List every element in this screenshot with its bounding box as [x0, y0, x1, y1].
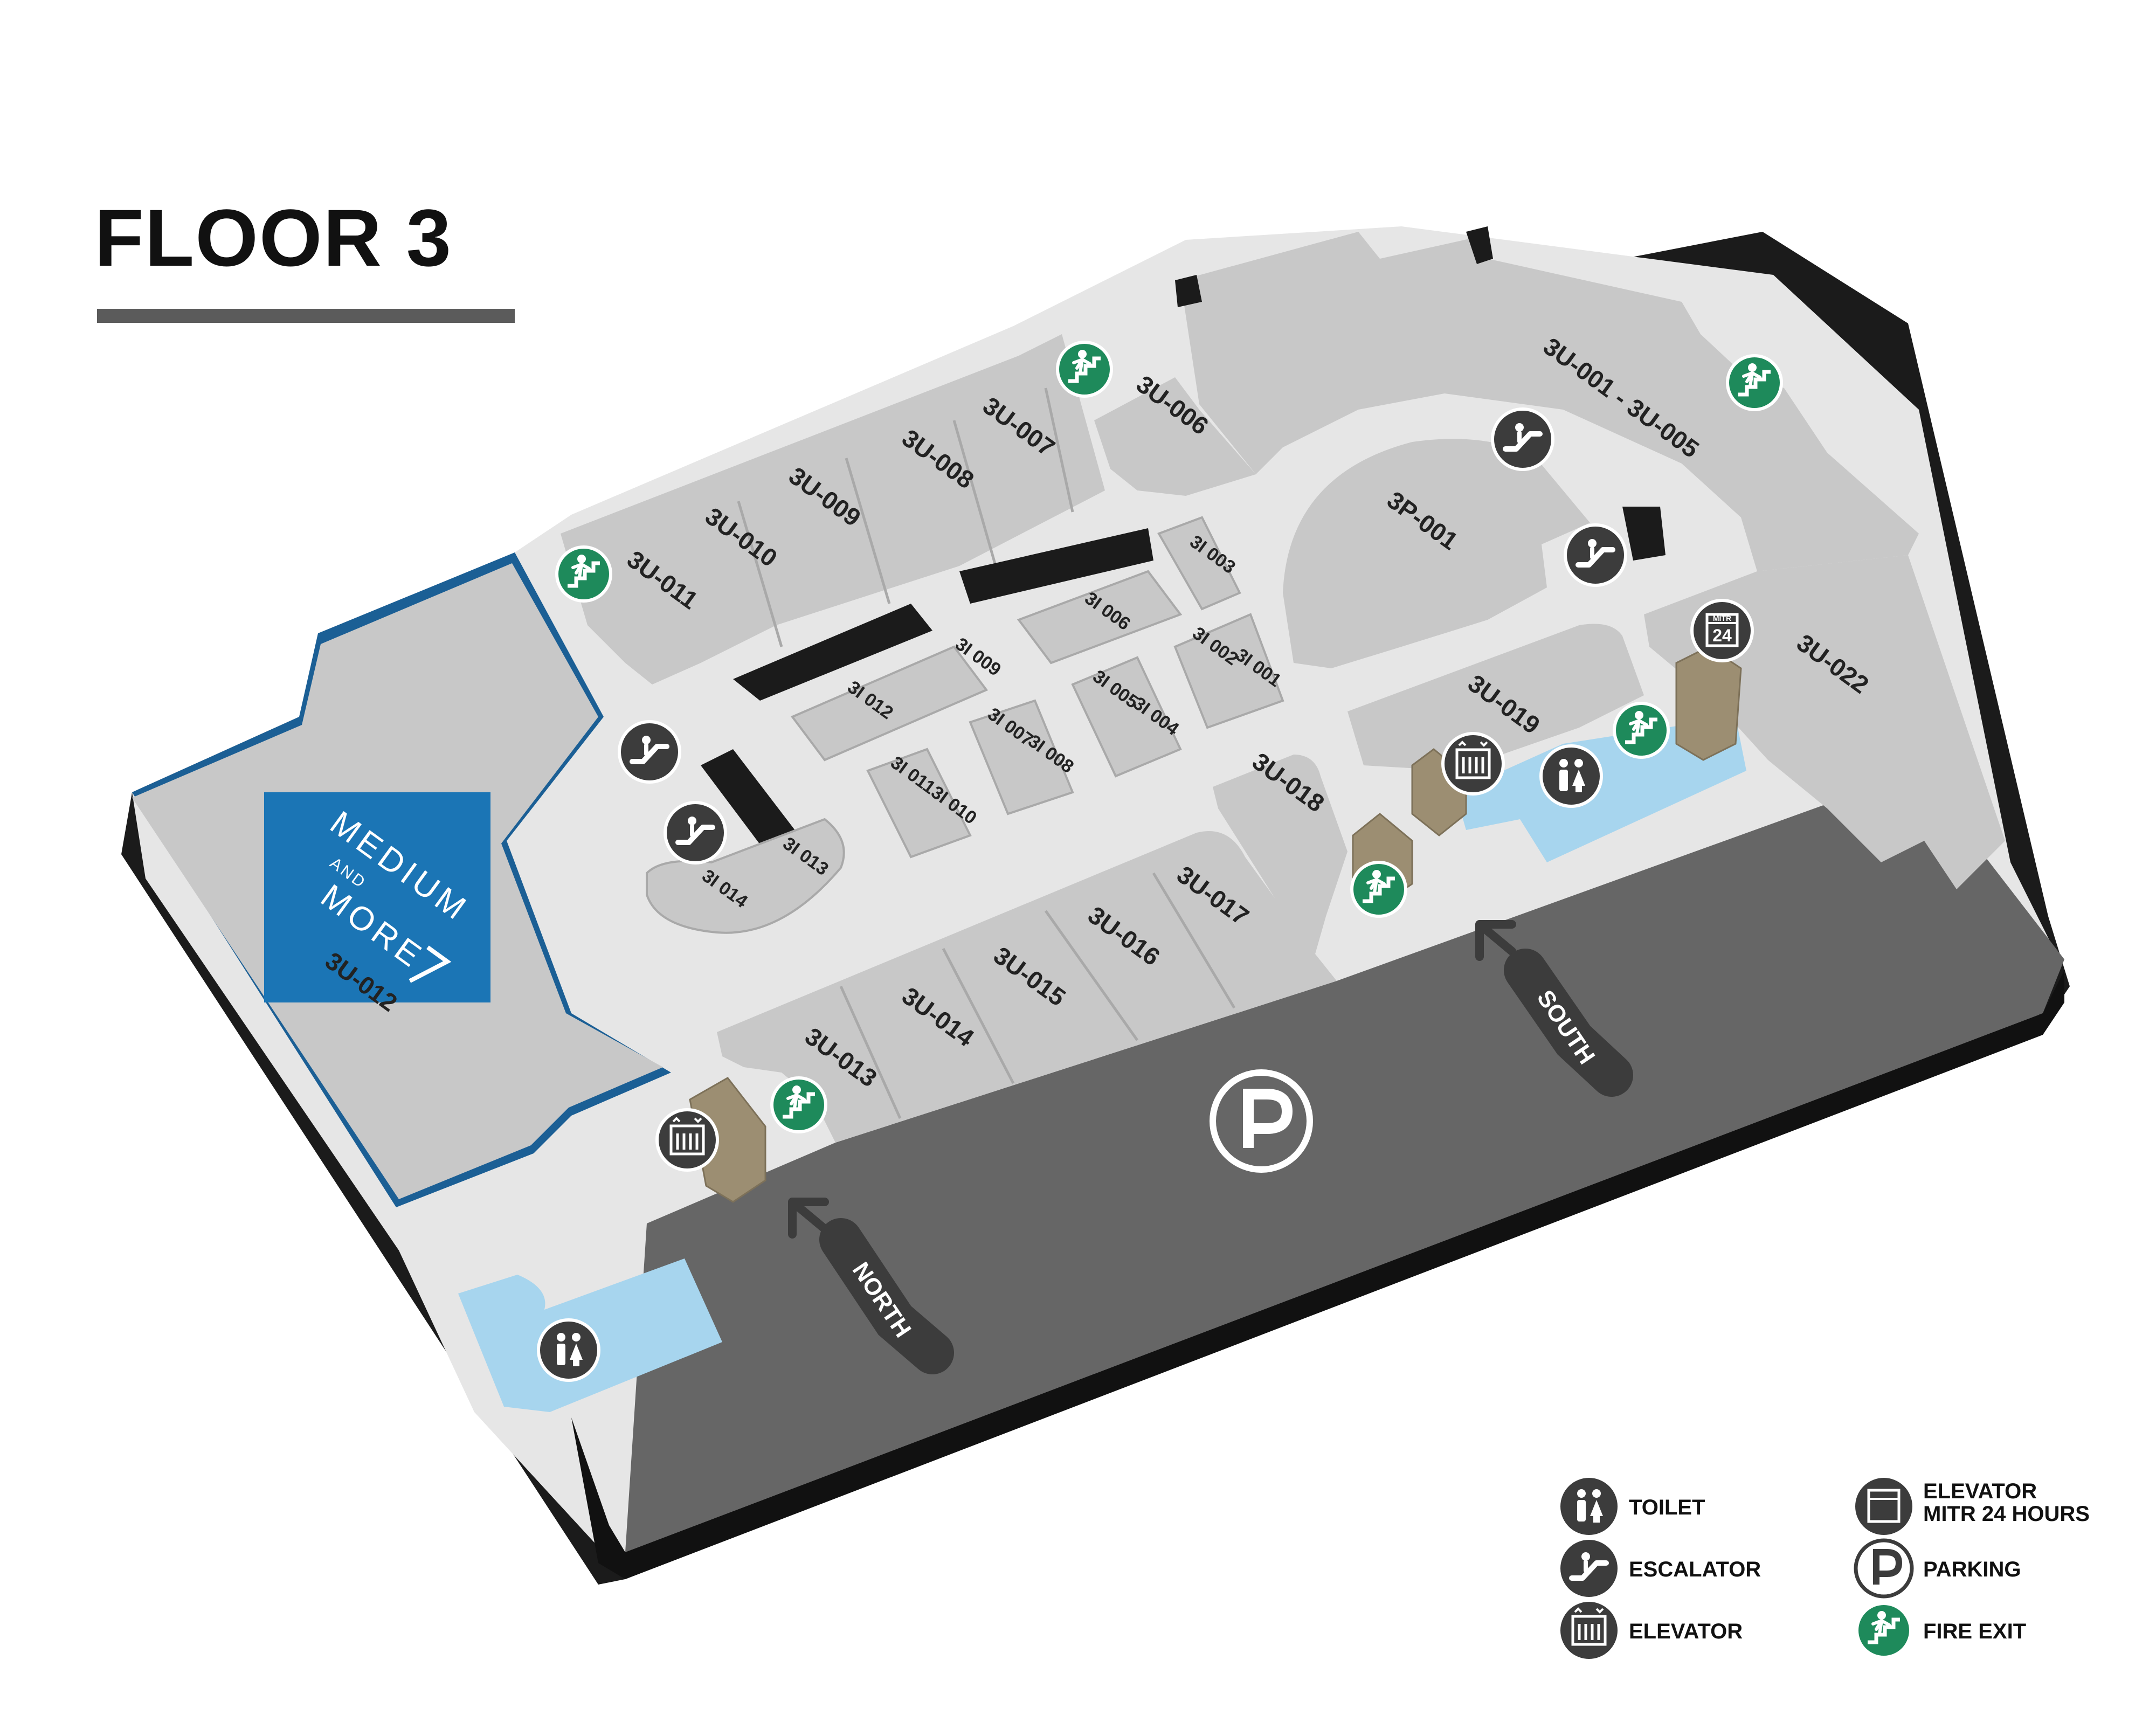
- atrium-void-3: [701, 749, 803, 852]
- legend-toilet-label: TOILET: [1629, 1496, 1705, 1519]
- legend-elevator-24: ELEVATOR MITR 24 HOURS: [1854, 1476, 2090, 1537]
- north-arrow-icon: [788, 1198, 829, 1239]
- legend-escalator: ESCALATOR: [1559, 1538, 1761, 1599]
- fire-exit-icon[interactable]: [1058, 342, 1111, 396]
- escalator-icon[interactable]: [1565, 525, 1626, 585]
- atrium-void-5: [1466, 226, 1493, 264]
- elevator-icon: [1559, 1600, 1619, 1661]
- legend-fire-exit-label: FIRE EXIT: [1923, 1620, 2026, 1643]
- atrium-void-4: [1175, 275, 1202, 307]
- elevator-shafts: [689, 646, 1742, 1203]
- restroom-south[interactable]: [1455, 717, 1746, 862]
- escalator-icon: [1559, 1538, 1619, 1599]
- toilet-icon[interactable]: [538, 1320, 599, 1380]
- unit-3u-006[interactable]: [1094, 377, 1256, 496]
- legend-elevator24-line1: ELEVATOR: [1923, 1479, 2037, 1503]
- kiosk-3i-003[interactable]: [1157, 516, 1241, 611]
- parking-icon: [1210, 1069, 1313, 1173]
- legend-elevator-label: ELEVATOR: [1629, 1620, 1743, 1643]
- elevator-24-icon: [1854, 1476, 1914, 1537]
- atrium-void-1: [733, 604, 932, 701]
- escalator-icon[interactable]: [665, 803, 725, 863]
- legend: TOILET ESCALATOR ELEVATOR ELEVATOR MITR …: [1559, 1476, 2090, 1661]
- brand-logo-box: [264, 792, 490, 1002]
- elevator-icon[interactable]: [657, 1110, 717, 1170]
- escalator-icon[interactable]: [619, 722, 680, 782]
- legend-elevator24-line2: MITR 24 HOURS: [1923, 1502, 2090, 1526]
- south-arrow-icon: [1475, 920, 1516, 961]
- elevator-icon[interactable]: [1443, 734, 1503, 794]
- elevator-24-icon[interactable]: MITR 24: [1692, 600, 1752, 661]
- parking-icon: [1854, 1538, 1914, 1599]
- mitr-badge-text: MITR: [1713, 614, 1731, 623]
- unit-3p-001[interactable]: [1283, 439, 1590, 668]
- badge-24-text: 24: [1712, 626, 1732, 645]
- unit-3u-001-3u-005[interactable]: [1180, 232, 1919, 571]
- unit-3u-019[interactable]: [1348, 624, 1644, 771]
- parking-area[interactable]: [625, 771, 2064, 1552]
- legend-toilet: TOILET: [1559, 1476, 1705, 1537]
- fire-exit-icon[interactable]: [772, 1078, 826, 1132]
- kiosk-3i-009-012[interactable]: [790, 645, 989, 762]
- legend-parking: PARKING: [1854, 1538, 2021, 1599]
- fire-exit-icon[interactable]: [1614, 703, 1668, 757]
- kiosk-3i-010-011[interactable]: [866, 748, 972, 859]
- legend-parking-label: PARKING: [1923, 1558, 2021, 1581]
- toilet-icon: [1559, 1476, 1619, 1537]
- fire-exit-icon: [1857, 1603, 1911, 1657]
- parking-edge: [571, 970, 2064, 1579]
- title-underline: [97, 309, 515, 323]
- legend-elevator: ELEVATOR: [1559, 1600, 1743, 1661]
- kiosk-3i-006[interactable]: [1017, 570, 1183, 665]
- escalator-icon[interactable]: [1492, 409, 1553, 469]
- page-title: FLOOR 3: [94, 192, 453, 283]
- kiosk-3i-007-008[interactable]: [969, 699, 1074, 815]
- atrium-void-2: [959, 528, 1153, 604]
- legend-escalator-label: ESCALATOR: [1629, 1558, 1761, 1581]
- toilet-icon[interactable]: [1541, 746, 1601, 806]
- kiosk-3i-004-005[interactable]: [1071, 656, 1182, 778]
- unit-row-south: [717, 831, 1337, 1143]
- unit-row-north-upper: [561, 334, 1105, 684]
- fire-exit-icon[interactable]: [1352, 862, 1406, 916]
- fire-exit-icon[interactable]: [557, 547, 611, 601]
- unit-3u-018[interactable]: [1213, 755, 1348, 954]
- legend-fire-exit: FIRE EXIT: [1857, 1603, 2026, 1657]
- kiosk-3i-001-002[interactable]: [1173, 613, 1284, 729]
- fire-exit-icon[interactable]: [1727, 356, 1781, 410]
- kiosks: [646, 516, 1284, 934]
- atrium-void-6: [1622, 507, 1666, 561]
